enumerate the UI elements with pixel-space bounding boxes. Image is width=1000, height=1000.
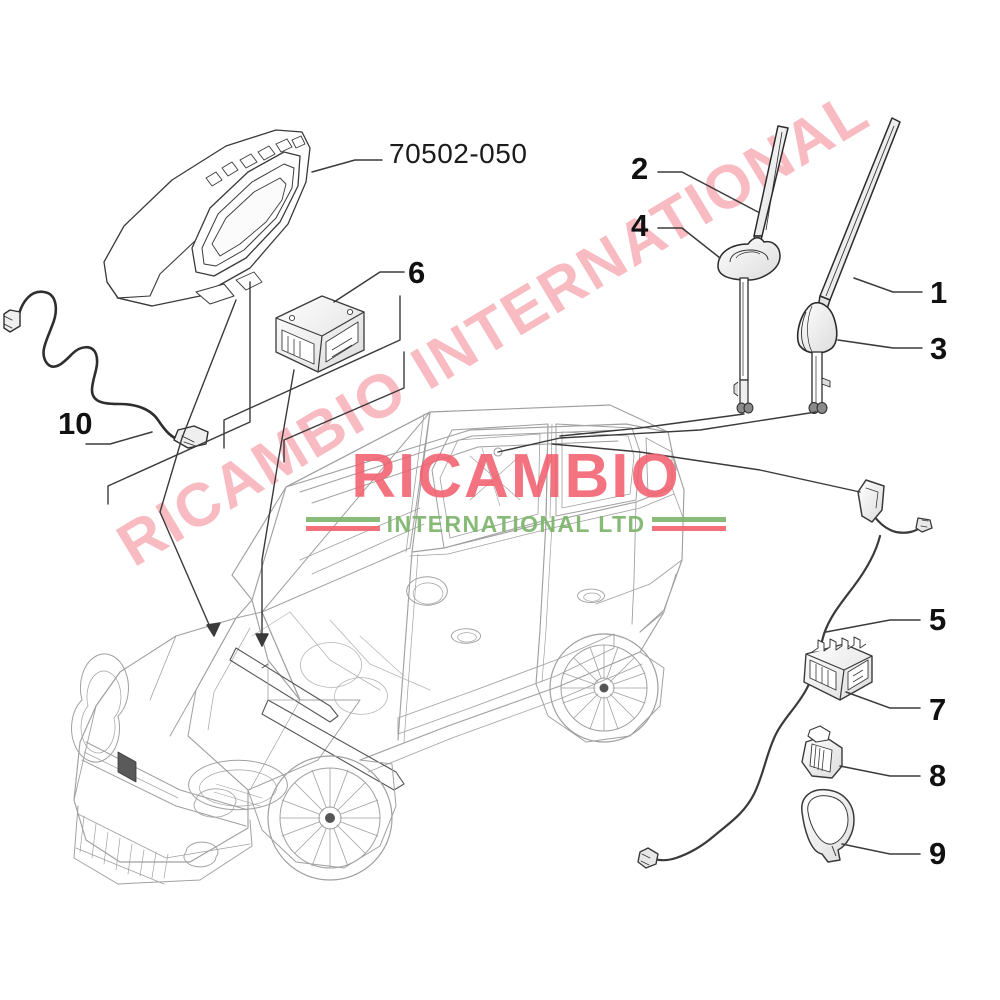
- leader-6: [333, 271, 405, 303]
- part-wiring-harness: [3, 290, 209, 449]
- part-number-label: 70502-050: [389, 138, 528, 169]
- part-radio-amplifier-module: [275, 295, 365, 373]
- part-connector-block: [803, 636, 873, 701]
- leader-10: [85, 431, 153, 445]
- assembly-reference-lines: [107, 281, 861, 647]
- callout-number-4: 4: [631, 208, 649, 243]
- callout-number-2: 2: [631, 151, 649, 186]
- part-antenna-coaxial-cable: [637, 479, 933, 869]
- callout-number-3: 3: [930, 331, 948, 366]
- callout-number-10: 10: [58, 406, 93, 441]
- leader-7: [845, 691, 921, 709]
- leader-1: [853, 277, 923, 293]
- callout-number-5: 5: [929, 602, 947, 637]
- callout-number-7: 7: [929, 692, 947, 727]
- part-antenna-mast-rod: [817, 117, 901, 313]
- part-antenna-whip-rod: [753, 125, 789, 245]
- leader-2: [657, 171, 759, 213]
- leader-8: [839, 765, 921, 777]
- callout-number-1: 1: [930, 275, 948, 310]
- callout-number-9: 9: [929, 836, 947, 871]
- leader-part-number: [311, 159, 383, 173]
- leader-4: [657, 227, 721, 259]
- part-antenna-base-shark-fin: [796, 302, 838, 414]
- part-connector-clip: [801, 725, 843, 779]
- part-cap-grommet: [801, 788, 855, 863]
- leader-9: [841, 843, 921, 855]
- part-console-bezel: [103, 129, 311, 307]
- callout-number-6: 6: [408, 255, 426, 290]
- callout-number-8: 8: [929, 758, 947, 793]
- leader-lines: [85, 159, 923, 855]
- part-antenna-base-oval: [717, 237, 781, 414]
- leader-5: [825, 619, 921, 633]
- leader-3: [837, 339, 923, 349]
